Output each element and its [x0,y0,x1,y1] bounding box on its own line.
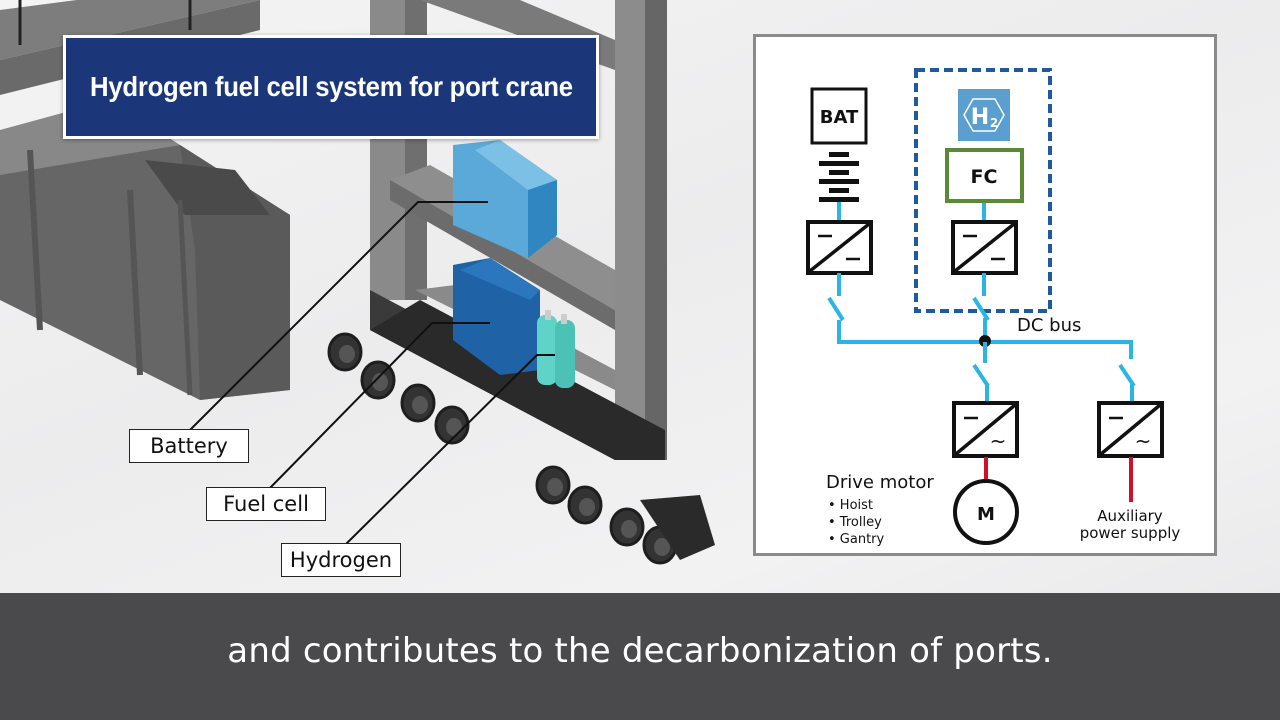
callout-lines [187,201,555,546]
circuit-diagram-panel: BAT H [753,34,1217,556]
motor-inverter: ~ [952,401,1019,458]
callout-battery: Battery [129,429,249,463]
wheels [327,332,678,565]
circuit-diagram: BAT H [806,68,1181,547]
scene: Hydrogen fuel cell system for port crane… [0,0,1217,577]
battery-dc-dc-converter [806,220,873,275]
subtitle-bar: and contributes to the decarbonization o… [0,593,1280,720]
aux-switch [1118,363,1136,388]
ac-symbol: ~ [990,429,1007,453]
dc-bus-label: DC bus [1017,315,1081,336]
callout-hydrogen: Hydrogen [281,543,401,577]
hydrogen-icon: H 2 [958,89,1010,141]
motor-symbol [953,479,1019,545]
fuel-cell-box [945,148,1024,203]
aux-inverter: ~ [1097,401,1164,458]
motor-switch [972,363,990,388]
hydrogen-icon-sub: 2 [990,116,998,130]
aux-label-line2: power supply [1080,524,1181,542]
title-banner: Hydrogen fuel cell system for port crane [63,35,599,139]
title-text: Hydrogen fuel cell system for port crane [89,71,573,102]
crane-illustration [0,0,715,565]
subtitle-text: and contributes to the decarbonization o… [227,630,1053,671]
bus-junction [979,335,991,347]
callout-hydrogen-label: Hydrogen [289,548,393,572]
motor-symbol-label: M [977,504,995,525]
hydrogen-tanks [537,310,575,388]
aux-label-line1: Auxiliary [1097,507,1163,525]
battery-box-label: BAT [820,107,859,128]
callout-fuel-cell-label: Fuel cell [223,492,309,516]
aux-ac-symbol: ~ [1135,429,1152,453]
drive-motor-item-trolley: • Trolley [828,515,882,530]
fuel-cell-dc-dc-converter [951,220,1018,275]
callout-battery-label: Battery [150,434,228,458]
drive-motor-item-gantry: • Gantry [828,532,885,547]
drive-motor-item-hoist: • Hoist [828,498,873,513]
hydrogen-icon-h: H [971,105,989,130]
fuel-cell-block [453,258,540,375]
fuel-cell-box-label: FC [971,166,998,188]
battery-cell-icon [819,152,859,202]
battery-box [810,87,868,145]
callout-fuel-cell: Fuel cell [206,487,326,521]
fuel-cell-switch [972,296,990,322]
battery-block [453,140,557,258]
battery-switch [827,296,845,322]
drive-motor-title: Drive motor [826,472,934,493]
